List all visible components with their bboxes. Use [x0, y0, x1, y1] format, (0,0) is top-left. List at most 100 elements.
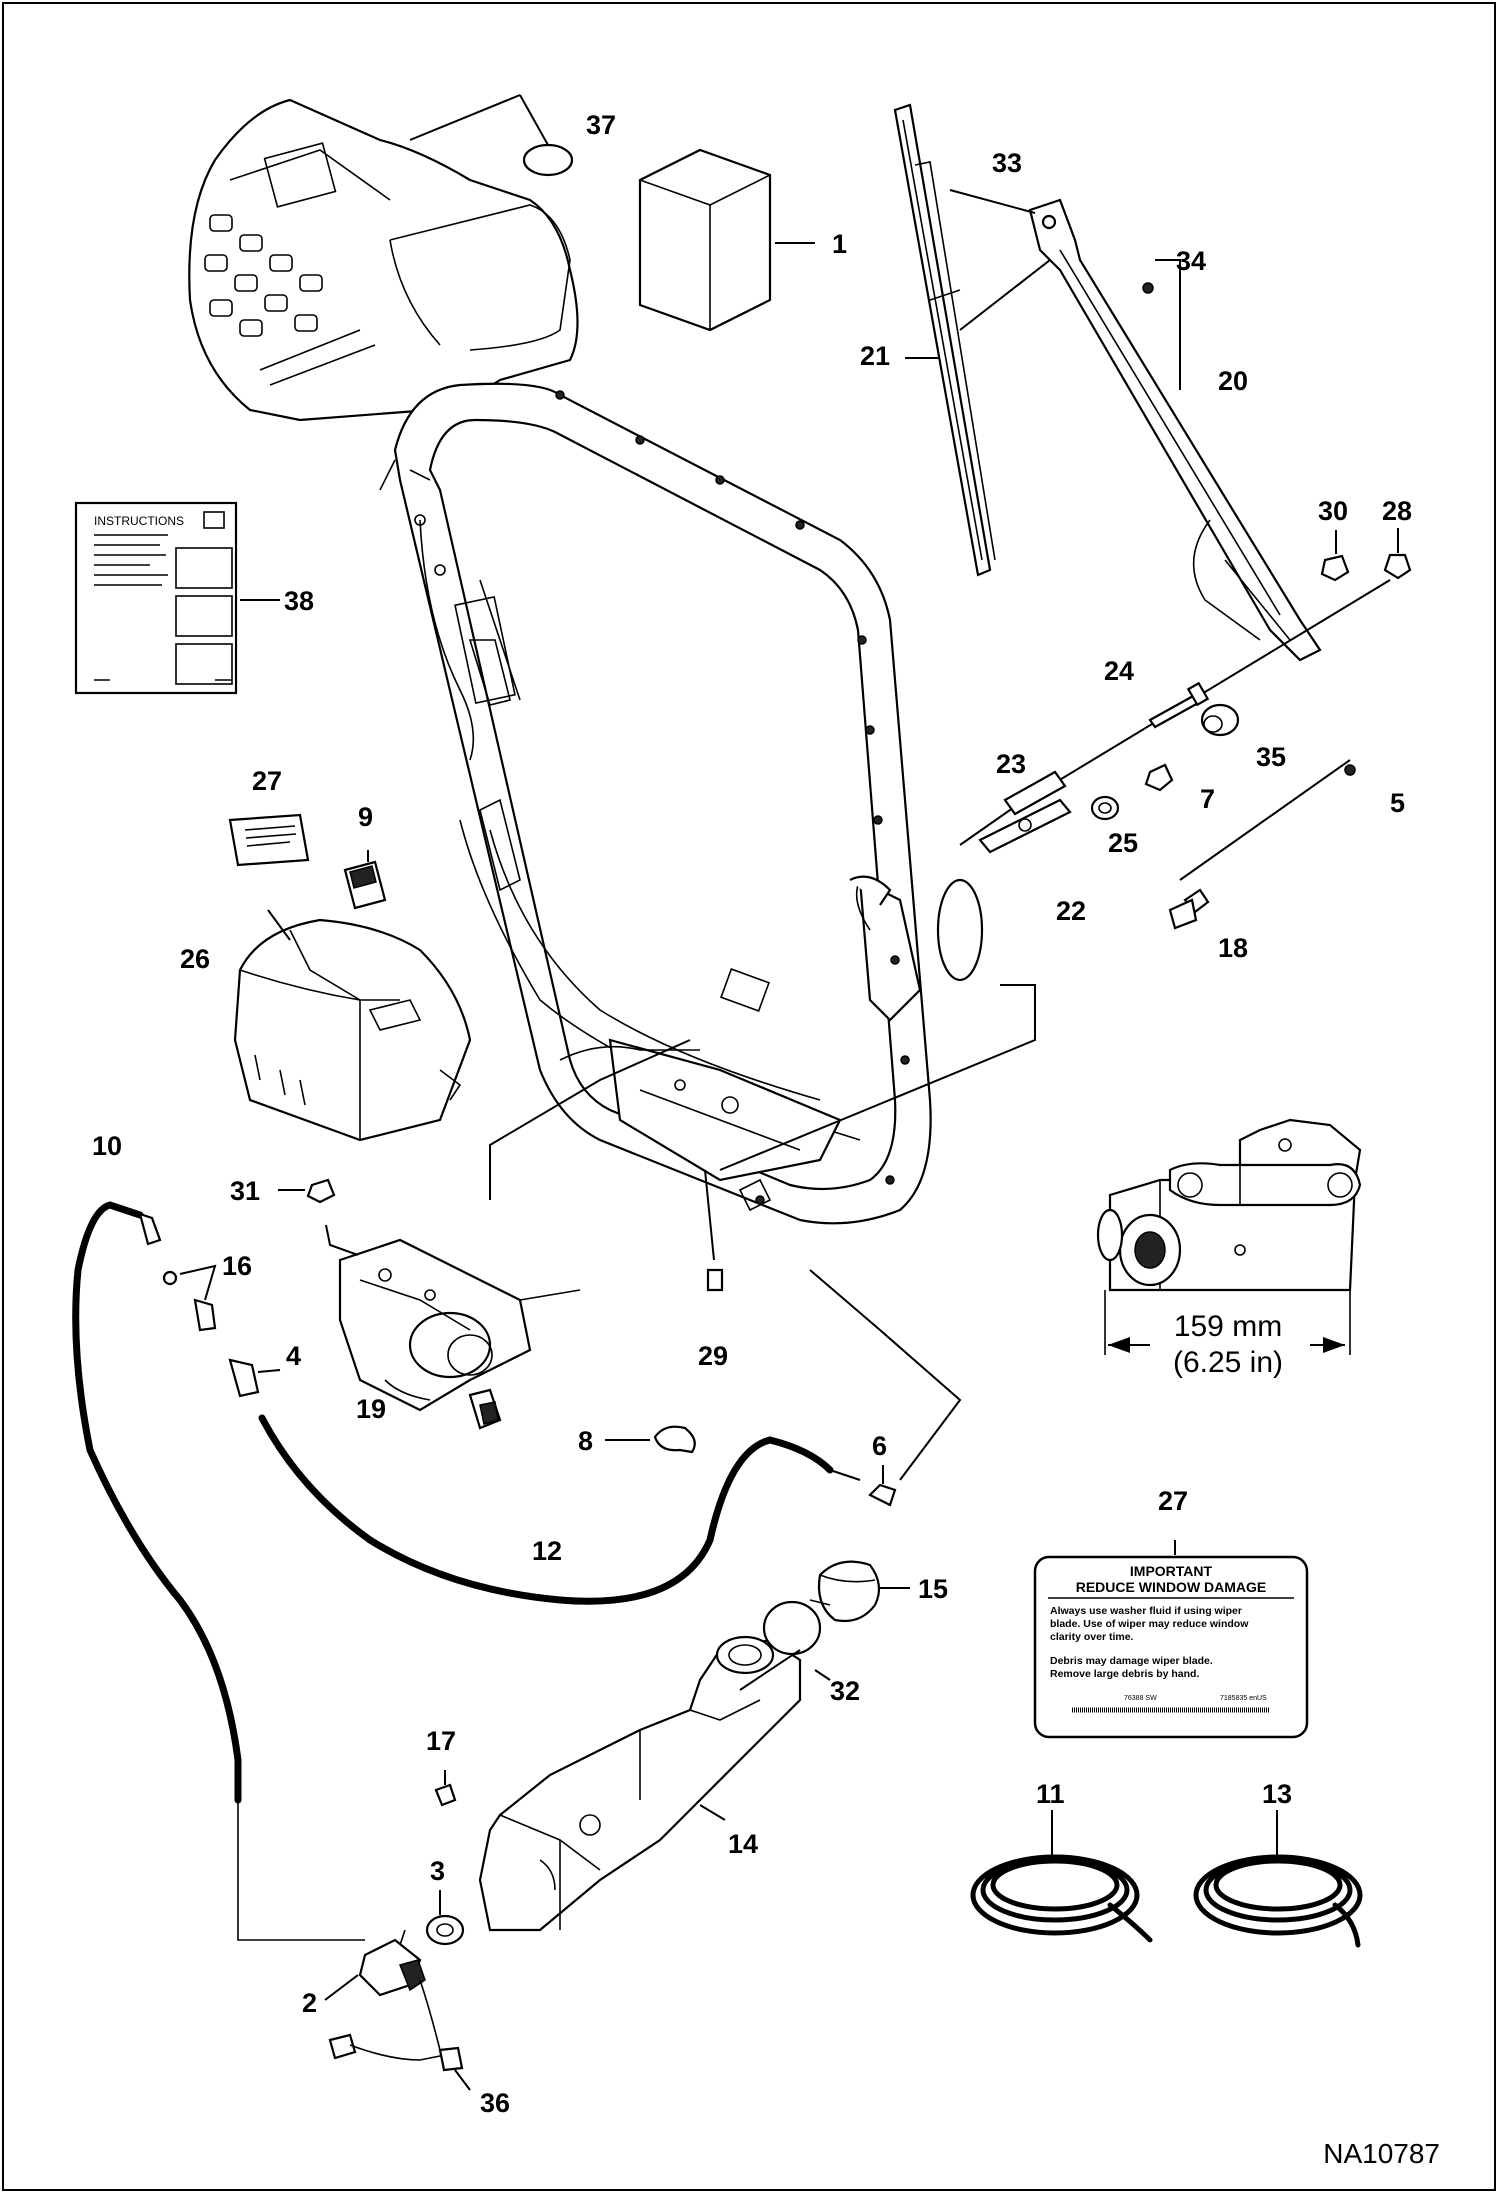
dimension-imperial: (6.25 in) — [1173, 1346, 1283, 1379]
callout-38: 38 — [284, 586, 314, 616]
callout-27-large: 27 — [1158, 1486, 1188, 1516]
callout-5: 5 — [1390, 788, 1405, 818]
callout-15: 15 — [918, 1574, 948, 1604]
rocker-switch — [343, 850, 387, 910]
decal-text-2a: Debris may damage wiper blade. — [1050, 1655, 1213, 1667]
callout-7: 7 — [1200, 784, 1215, 814]
instructions-title: INSTRUCTIONS — [94, 514, 184, 528]
callout-25: 25 — [1108, 828, 1138, 858]
pivot-axis-line — [959, 579, 1391, 846]
leader-18 — [719, 984, 1036, 1171]
coiled-hose-11 — [970, 1810, 1153, 1943]
callout-20: 20 — [1218, 366, 1248, 396]
decal-text-2b: Remove large debris by hand. — [1050, 1668, 1199, 1680]
pivot-housing — [936, 878, 984, 982]
callout-22: 22 — [1056, 896, 1086, 926]
hose-clamp-8 — [653, 1425, 696, 1454]
decal-heading-2: REDUCE WINDOW DAMAGE — [1076, 1579, 1267, 1595]
switch-panel — [233, 909, 472, 1142]
door-frame — [379, 382, 984, 1225]
grommet-3 — [425, 1914, 465, 1946]
callout-21: 21 — [860, 341, 890, 371]
round-plug-37 — [522, 143, 574, 177]
washer-hoses — [72, 1201, 897, 1941]
callout-11: 11 — [1036, 1779, 1065, 1809]
washer-reservoir — [478, 1635, 802, 1932]
leader-31 — [489, 1039, 691, 1200]
nut-7 — [1144, 763, 1174, 792]
wiper-blade — [893, 103, 1051, 577]
wire-harness — [328, 2033, 471, 2091]
callout-8: 8 — [578, 1426, 593, 1456]
screw-axis-line — [1179, 759, 1351, 881]
decal-text-1a: Always use washer fluid if using wiper — [1050, 1605, 1242, 1617]
instructions-sheet: INSTRUCTIONS — [74, 501, 280, 695]
warning-decal: IMPORTANT REDUCE WINDOW DAMAGE Always us… — [1033, 1540, 1309, 1739]
callout-37: 37 — [586, 110, 616, 140]
callout-27-small: 27 — [252, 766, 282, 796]
decal-code-right: 7185835 enUS — [1220, 1695, 1267, 1702]
washer-25 — [1090, 795, 1120, 821]
cab-roof-panel — [188, 94, 579, 422]
callout-36: 36 — [480, 2088, 510, 2118]
strainer-32 — [762, 1600, 822, 1656]
callout-6: 6 — [872, 1431, 887, 1461]
dimension-metric: 159 mm — [1174, 1310, 1282, 1343]
fitting-16 — [193, 1298, 217, 1332]
callout-1: 1 — [832, 229, 847, 259]
wiper-arm — [949, 189, 1322, 662]
leader-32 — [739, 1649, 801, 1691]
plate-23 — [1003, 770, 1067, 816]
screw-5 — [1344, 764, 1356, 776]
callout-10: 10 — [92, 1131, 122, 1161]
callout-35: 35 — [1256, 742, 1286, 772]
callout-32: 32 — [830, 1676, 860, 1706]
callout-14: 14 — [728, 1829, 758, 1859]
pivot-hardware — [1320, 528, 1412, 582]
decal-code-left: 76388 SW — [1124, 1695, 1157, 1702]
callout-30: 30 — [1318, 496, 1348, 526]
callout-13: 13 — [1262, 1779, 1292, 1809]
callout-24: 24 — [1104, 656, 1134, 686]
coiled-hose-13 — [1193, 1810, 1363, 1948]
callout-16: 16 — [222, 1251, 252, 1281]
o-ring-16 — [162, 1270, 178, 1286]
decal-text-1b: blade. Use of wiper may reduce window — [1050, 1618, 1249, 1630]
screw-33 — [949, 189, 1036, 214]
callout-18: 18 — [1218, 933, 1248, 963]
hose-12 — [258, 1414, 834, 1605]
callout-12: 12 — [532, 1536, 562, 1566]
clip-6 — [868, 1483, 897, 1507]
leader-29 — [704, 1169, 715, 1261]
callout-28: 28 — [1382, 496, 1412, 526]
link-22 — [978, 798, 1072, 854]
pivot-shaft-parts — [978, 681, 1356, 930]
callout-29: 29 — [698, 1341, 728, 1371]
nut-31 — [306, 1178, 336, 1204]
callout-9: 9 — [358, 802, 373, 832]
door-latch — [858, 878, 922, 1022]
callout-17: 17 — [426, 1726, 456, 1756]
leader-6 — [809, 1269, 962, 1481]
callout-33: 33 — [992, 148, 1022, 178]
decal-heading-1: IMPORTANT — [1130, 1563, 1213, 1579]
drawing-code: NA10787 — [1323, 2138, 1440, 2169]
screw-17 — [434, 1783, 457, 1807]
callout-31: 31 — [230, 1176, 260, 1206]
callout-2: 2 — [302, 1988, 317, 2018]
callout-19: 19 — [356, 1394, 386, 1424]
callout-34: 34 — [1176, 246, 1206, 276]
wiper-motor — [325, 1224, 581, 1430]
callout-26: 26 — [180, 944, 210, 974]
decal-text-1c: clarity over time. — [1050, 1631, 1134, 1643]
kit-box — [638, 148, 815, 332]
reservoir-cap — [809, 1560, 910, 1623]
hose-10 — [72, 1201, 242, 1804]
motor-dimension-inset: 159 mm (6.25 in) — [1096, 1118, 1362, 1382]
bolt-29 — [706, 1268, 724, 1292]
callout-4: 4 — [286, 1341, 301, 1371]
callouts: 37 1 33 34 21 20 30 28 38 24 35 23 7 5 2… — [92, 110, 1412, 2118]
